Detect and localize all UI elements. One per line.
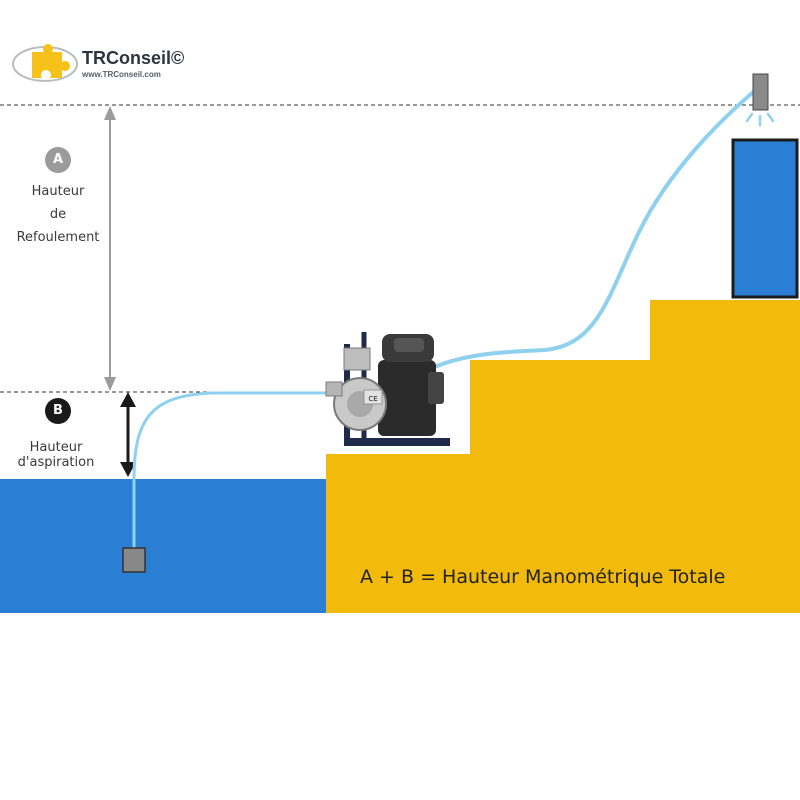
water-spray bbox=[745, 112, 775, 127]
puzzle-logo-icon bbox=[12, 44, 78, 82]
suction-head-arrow bbox=[120, 392, 136, 477]
logo-name: TRConseil© bbox=[82, 48, 185, 68]
badge-a: A bbox=[45, 147, 71, 173]
label-b-line-2: d'aspiration bbox=[17, 455, 95, 470]
label-a-line-3: Refoulement bbox=[16, 230, 100, 245]
formula-text: A + B = Hauteur Manométrique Totale bbox=[360, 566, 726, 588]
water-basin bbox=[0, 479, 326, 613]
badge-b: B bbox=[45, 398, 71, 424]
ce-plate: CE bbox=[368, 395, 377, 403]
foot-valve bbox=[122, 547, 146, 573]
delivery-tank bbox=[731, 138, 799, 299]
stair-steps bbox=[326, 300, 800, 613]
suction-pipe bbox=[132, 391, 335, 550]
motor-pump: CE bbox=[325, 332, 450, 446]
label-a-line-2: de bbox=[49, 207, 67, 222]
delivery-pipe bbox=[431, 86, 760, 370]
label-b-line-1: Hauteur bbox=[29, 440, 83, 455]
logo-url: www.TRConseil.com bbox=[82, 70, 161, 79]
delivery-head-arrow bbox=[104, 106, 116, 391]
outlet-nozzle bbox=[752, 73, 769, 111]
label-a-line-1: Hauteur bbox=[31, 184, 85, 199]
